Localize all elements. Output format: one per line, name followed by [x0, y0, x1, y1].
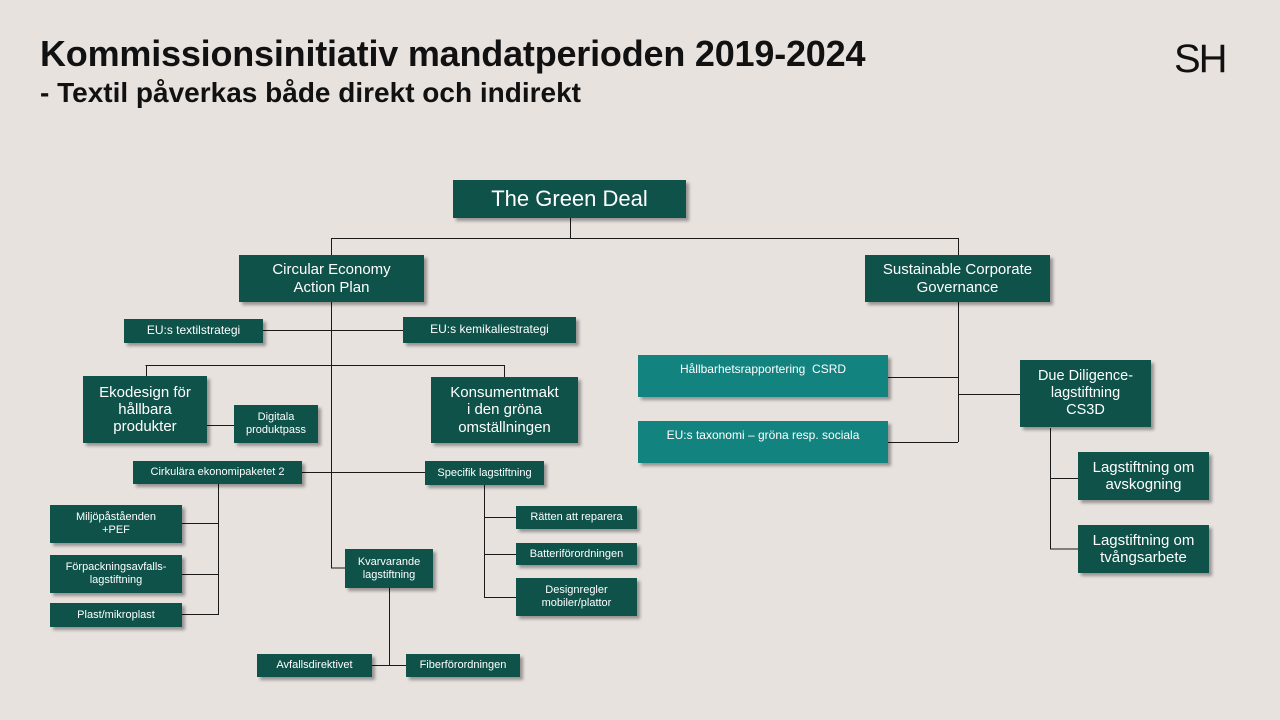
node-specifik-lagstiftning: Specifik lagstiftning [425, 461, 544, 485]
node-forpackningsavfall: Förpackningsavfalls- lagstiftning [50, 555, 182, 593]
node-hallbarhetsrapportering-csrd: Hållbarhetsrapportering CSRD [638, 355, 888, 397]
connector-ceap-trunk [331, 302, 345, 569]
node-kvarvarande-lagstiftning: Kvarvarande lagstiftning [345, 549, 433, 588]
node-kemikaliestrategi: EU:s kemikaliestrategi [403, 317, 576, 343]
connector-cs3d-branch [1050, 428, 1078, 550]
node-ratten-att-reparera: Rätten att reparera [516, 506, 637, 529]
node-eu-taxonomi: EU:s taxonomi – gröna resp. sociala [638, 421, 888, 463]
node-plast-mikroplast: Plast/mikroplast [50, 603, 182, 627]
node-textilstrategi: EU:s textilstrategi [124, 319, 263, 343]
node-circular-economy-action-plan: Circular Economy Action Plan [239, 255, 424, 302]
node-lagstiftning-avskogning: Lagstiftning om avskogning [1078, 452, 1209, 500]
node-cirkulara-ekonomipaketet: Cirkulära ekonomipaketet 2 [133, 461, 302, 484]
connector-ekodesign-konsument [145, 365, 505, 378]
node-konsumentmakt: Konsumentmakt i den gröna omställningen [431, 377, 578, 443]
node-batteriforordningen: Batteriförordningen [516, 543, 637, 565]
page-title: Kommissionsinitiativ mandatperioden 2019… [40, 33, 866, 74]
node-sustainable-corporate-governance: Sustainable Corporate Governance [865, 255, 1050, 302]
node-miljopastaenden: Miljöpåståenden +PEF [50, 505, 182, 543]
node-ekodesign: Ekodesign för hållbara produkter [83, 376, 207, 443]
node-digitala-produktpass: Digitala produktpass [234, 405, 318, 443]
sh-logo: SH [1174, 37, 1228, 81]
node-due-diligence-cs3d: Due Diligence- lagstiftning CS3D [1020, 360, 1151, 427]
connector-specifik-branch [484, 485, 516, 598]
node-green-deal: The Green Deal [453, 180, 686, 218]
node-avfallsdirektivet: Avfallsdirektivet [257, 654, 372, 677]
page-subtitle: - Textil påverkas både direkt och indire… [40, 77, 581, 108]
node-fiberforordningen: Fiberförordningen [406, 654, 520, 677]
node-designregler: Designregler mobiler/plattor [516, 578, 637, 616]
connector-cirkulara-branch [182, 484, 219, 615]
connector-kvarvarande-branch [372, 588, 406, 666]
node-lagstiftning-tvangsarbete: Lagstiftning om tvångsarbete [1078, 525, 1209, 573]
